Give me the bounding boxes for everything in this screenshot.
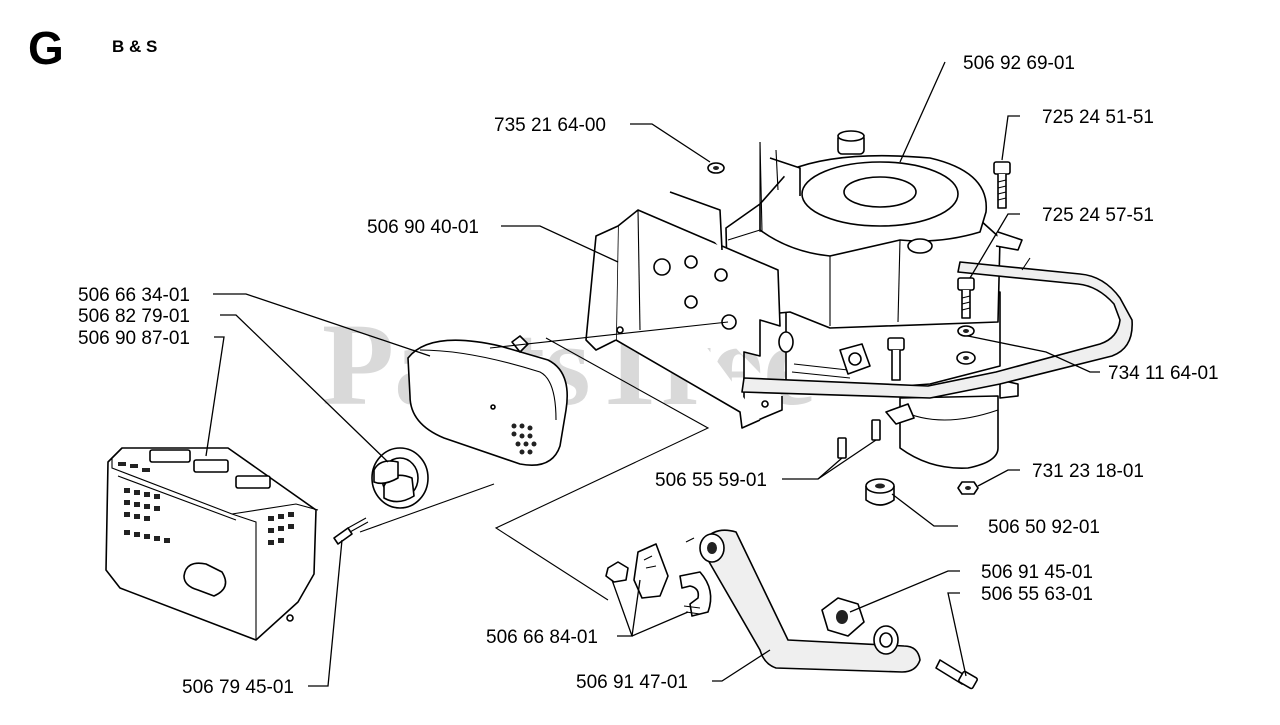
part-number-label: 506 90 87-01 <box>78 328 190 349</box>
assembly-lines <box>359 142 761 601</box>
exhaust-pipe <box>699 529 921 673</box>
part-number-label: 506 55 63-01 <box>981 584 1093 605</box>
exhaust-clamp-hardware <box>605 543 712 617</box>
muffler <box>407 335 568 466</box>
part-number-label: 731 23 18-01 <box>1032 461 1144 482</box>
part-number-label: 725 24 51-51 <box>1042 107 1154 128</box>
muffler-vent-holes <box>511 423 537 455</box>
outlet-deflector <box>371 447 429 509</box>
part-number-label: 506 79 45-01 <box>182 677 294 698</box>
part-number-label: 506 66 84-01 <box>486 627 598 648</box>
exhaust-flange <box>821 597 899 655</box>
part-labels: 506 92 69-01 735 21 64-00 725 24 51-51 7… <box>78 53 1219 698</box>
guard-screw <box>333 517 369 545</box>
section-letter: G <box>28 22 64 74</box>
part-number-label: 725 24 57-51 <box>1042 205 1154 226</box>
section-subtitle: B & S <box>112 37 157 56</box>
leader-lines <box>205 61 1100 687</box>
part-number-label: 506 50 92-01 <box>988 517 1100 538</box>
part-number-label: 506 66 34-01 <box>78 285 190 306</box>
engine-assembly <box>725 130 1023 469</box>
part-number-label: 506 90 40-01 <box>367 217 479 238</box>
part-number-label: 735 21 64-00 <box>494 115 606 136</box>
engine-hardware <box>707 161 1011 506</box>
part-number-label: 506 91 47-01 <box>576 672 688 693</box>
part-number-label: 506 82 79-01 <box>78 306 190 327</box>
part-number-label: 506 91 45-01 <box>981 562 1093 583</box>
engine-mount-plate <box>585 141 801 429</box>
guard-vent-slots <box>118 462 294 545</box>
muffler-guard <box>105 447 319 641</box>
part-number-label: 506 55 59-01 <box>655 470 767 491</box>
frame-tube <box>741 257 1133 399</box>
part-number-label: 734 11 64-01 <box>1108 363 1219 384</box>
flange-bolt <box>935 659 978 690</box>
part-number-label: 506 92 69-01 <box>963 53 1075 74</box>
